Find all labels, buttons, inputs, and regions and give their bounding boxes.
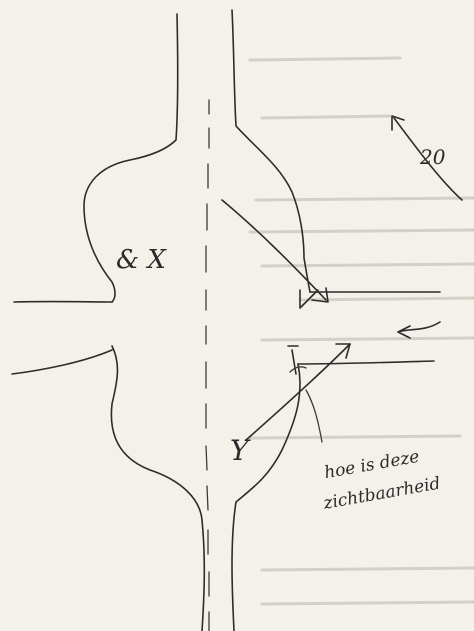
arrow-number: 20: [419, 145, 446, 169]
note-leader-line: [306, 390, 322, 442]
vehicle-x-path-arrow: [222, 200, 326, 300]
handwritten-note: hoe is deze zichtbaarheid: [316, 444, 442, 514]
center-dashed-line: [206, 100, 209, 631]
road-right-edge: [232, 10, 310, 631]
right-cross-street-lower: [298, 361, 434, 364]
pointer-arrow-right: [398, 322, 440, 338]
note-line-1: hoe is deze: [323, 447, 421, 483]
vehicle-y-path-arrow: [246, 344, 350, 440]
road-left-edge: [84, 14, 204, 631]
lower-letter: Y: [230, 434, 251, 467]
corner-tick: [290, 367, 306, 372]
left-letters: & X: [116, 245, 167, 275]
bleed-through-lines: [250, 58, 474, 604]
left-cross-street-lower: [12, 350, 112, 374]
